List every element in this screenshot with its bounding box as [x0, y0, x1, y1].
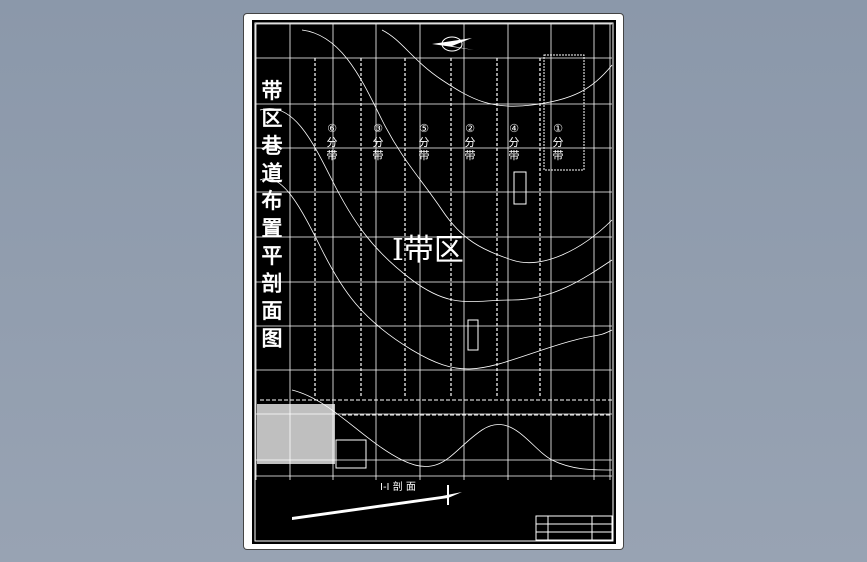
panel-number: ⑥ — [327, 122, 337, 135]
panel-label: 分 — [419, 136, 430, 149]
legend-table-small — [335, 439, 367, 469]
title-char: 图 — [262, 327, 283, 351]
drawing-border — [254, 22, 614, 542]
title-block — [535, 515, 613, 541]
district-label: I带区 — [392, 233, 464, 268]
title-char: 道 — [262, 162, 283, 186]
panel-label: 带 — [465, 149, 476, 162]
title-char: 置 — [262, 217, 283, 241]
title-char: 区 — [262, 107, 283, 131]
panel-label: 带 — [553, 149, 564, 162]
panel-label: 分 — [553, 136, 564, 149]
panel-number: ④ — [509, 122, 519, 135]
title-char: 平 — [262, 244, 283, 268]
panel-number: ② — [465, 122, 475, 135]
panel-label: 分 — [327, 136, 338, 149]
panel-number: ③ — [373, 122, 383, 135]
compass-icon — [432, 36, 474, 52]
panel-number: ⑤ — [419, 122, 429, 135]
title-char: 巷 — [261, 134, 284, 158]
section-profile — [292, 492, 462, 520]
contour-lines — [259, 29, 613, 471]
title-char: 面 — [262, 299, 283, 323]
panel-label: 带 — [373, 149, 384, 162]
panel-boundaries — [314, 58, 541, 398]
mine-shaft-area — [543, 54, 585, 171]
panel-label: 带 — [419, 149, 430, 162]
legend-table — [257, 404, 335, 464]
title-char: 带 — [262, 79, 283, 103]
pillar-block — [513, 171, 527, 205]
title-char: 剖 — [262, 272, 283, 296]
section-label: I-I 剖 面 — [380, 480, 416, 493]
panel-label: 分 — [509, 136, 520, 149]
panel-label: 分 — [465, 136, 476, 149]
panel-label: 带 — [327, 149, 338, 162]
panel-number: ① — [553, 122, 563, 135]
panel-label: 分 — [373, 136, 384, 149]
pillar-block — [467, 319, 479, 351]
title-char: 布 — [262, 189, 283, 213]
panel-label: 带 — [509, 149, 520, 162]
